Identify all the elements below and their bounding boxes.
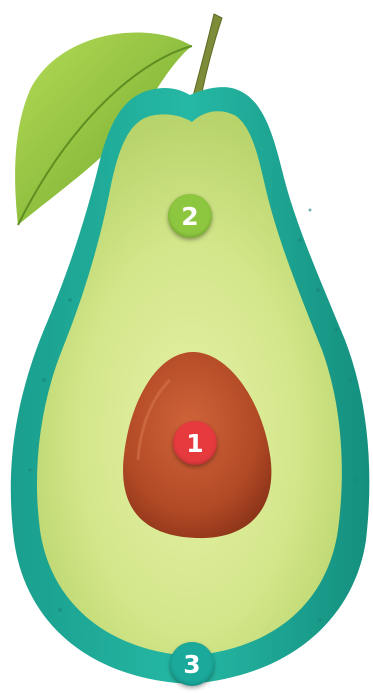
marker-1-pit[interactable]: 1 [173,421,217,465]
marker-3-skin[interactable]: 3 [170,642,214,686]
marker-2-flesh[interactable]: 2 [168,194,212,238]
